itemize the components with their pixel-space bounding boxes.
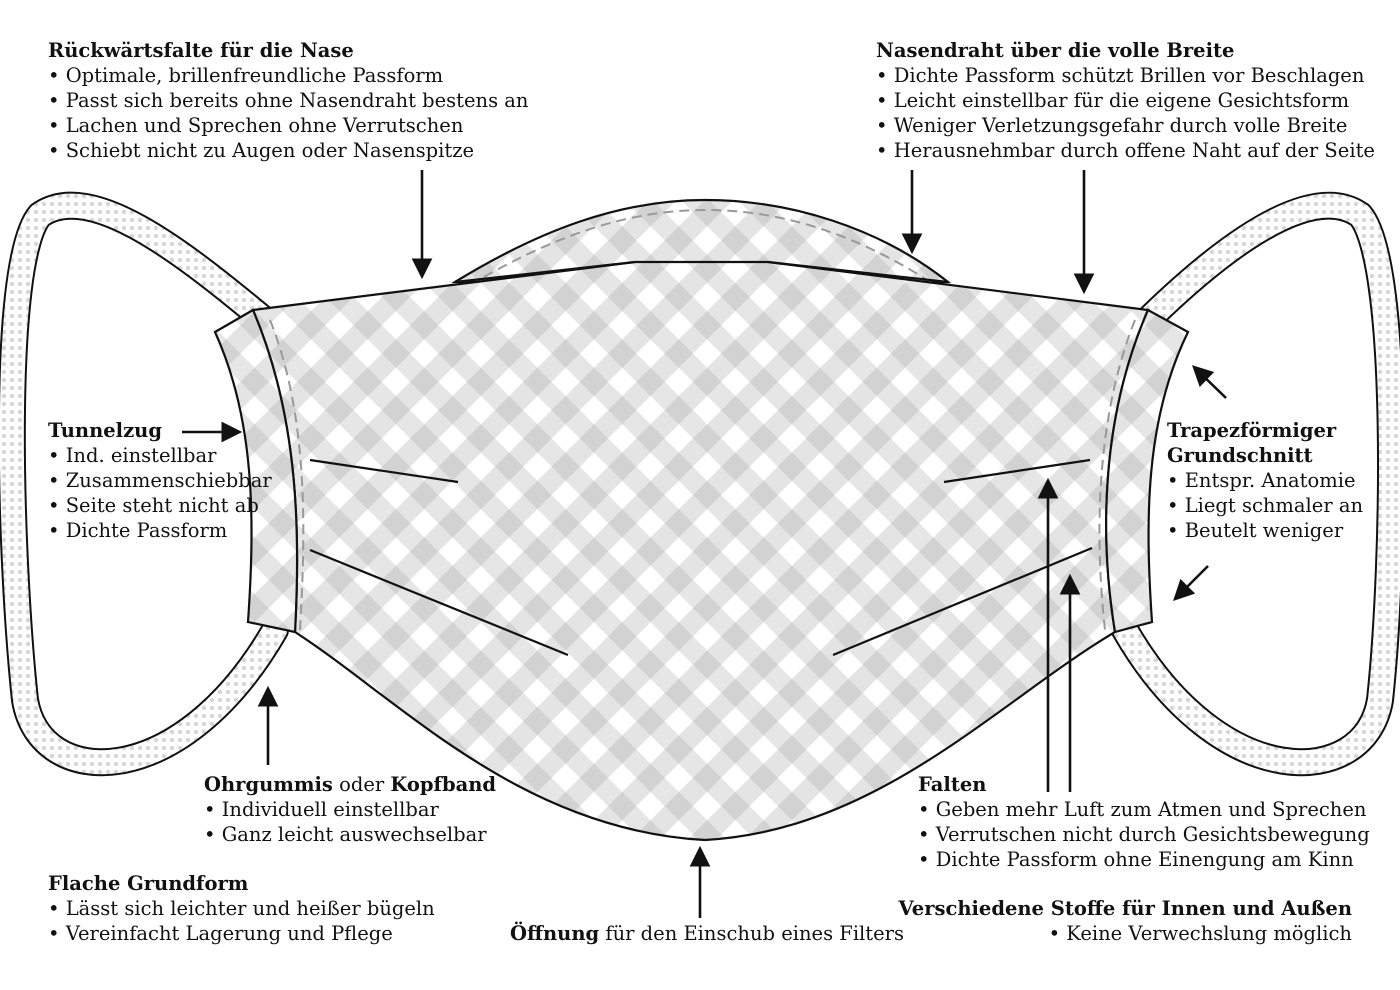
trapezoid-item: • Beutelt weniger	[1167, 519, 1344, 542]
label-tunnel: Tunnelzug • Ind. einstellbar • Zusammens…	[48, 418, 272, 543]
fabrics-title: Verschiedene Stoffe für Innen und Außen	[898, 897, 1352, 920]
nose-fold-item: • Optimale, brillenfreundliche Passform	[48, 64, 444, 87]
nose-wire-title: Nasendraht über die volle Breite	[876, 39, 1235, 62]
arrow-trapezoid-down	[1173, 565, 1209, 601]
nose-fold-title: Rückwärtsfalte für die Nase	[48, 39, 354, 62]
body-seam	[269, 319, 305, 631]
nose-wire-item: • Dichte Passform schützt Brillen vor Be…	[876, 64, 1365, 87]
callout-arrows	[182, 170, 1227, 918]
label-pleats: Falten • Geben mehr Luft zum Atmen und S…	[918, 772, 1370, 872]
tunnel-item: • Seite steht nicht ab	[48, 494, 259, 517]
nose-wire-item: • Weniger Verletzungsgefahr durch volle …	[876, 114, 1348, 137]
flat-title: Flache Grundform	[48, 872, 249, 895]
pleats-item: • Geben mehr Luft zum Atmen und Sprechen	[918, 798, 1367, 821]
body-seam-right	[1098, 319, 1136, 631]
pleats-item: • Dichte Passform ohne Einengung am Kinn	[918, 848, 1354, 871]
left-tunnel	[213, 308, 299, 634]
elastic-title: Ohrgummis oder Kopfband	[204, 772, 496, 797]
label-flat: Flache Grundform • Lässt sich leichter u…	[48, 871, 435, 946]
label-fabrics: Verschiedene Stoffe für Innen und Außen …	[898, 896, 1352, 946]
tunnel-item: • Zusammenschiebbar	[48, 469, 272, 492]
trapezoid-title-2: Grundschnitt	[1167, 444, 1313, 467]
trapezoid-item: • Entspr. Anatomie	[1167, 469, 1356, 492]
pleats-title: Falten	[918, 773, 987, 796]
right-ear-loop	[1111, 191, 1400, 777]
nose-fold-item: • Passt sich bereits ohne Nasendraht bes…	[48, 89, 529, 112]
right-tunnel	[1105, 308, 1190, 634]
nose-wire-item: • Herausnehmbar durch offene Naht auf de…	[876, 139, 1375, 162]
trapezoid-item: • Liegt schmaler an	[1167, 494, 1364, 517]
label-opening: Öffnung für den Einschub eines Filters	[510, 921, 904, 946]
nose-wire-item: • Leicht einstellbar für die eigene Gesi…	[876, 89, 1350, 112]
tunnel-item: • Dichte Passform	[48, 519, 228, 542]
flat-item: • Lässt sich leichter und heißer bügeln	[48, 897, 435, 920]
elastic-title-join: oder	[332, 773, 391, 796]
elastic-item: • Ganz leicht auswechselbar	[204, 823, 487, 846]
label-elastic: Ohrgummis oder Kopfband • Individuell ei…	[204, 772, 496, 847]
pleats-item: • Verrutschen nicht durch Gesichtsbewegu…	[918, 823, 1370, 846]
nose-fold-item: • Schiebt nicht zu Augen oder Nasenspitz…	[48, 139, 475, 162]
label-nose-fold: Rückwärtsfalte für die Nase • Optimale, …	[48, 38, 528, 163]
fabrics-item: • Keine Verwechslung möglich	[1048, 922, 1352, 945]
opening-title: Öffnung	[510, 922, 600, 945]
nose-fold-seam	[469, 208, 936, 286]
elastic-title-part1: Ohrgummis	[204, 773, 333, 796]
tunnel-item: • Ind. einstellbar	[48, 444, 217, 467]
label-nose-wire: Nasendraht über die volle Breite • Dicht…	[876, 38, 1375, 163]
elastic-item: • Individuell einstellbar	[204, 798, 439, 821]
tunnel-title: Tunnelzug	[48, 419, 162, 442]
label-trapezoid: Trapezförmiger Grundschnitt • Entspr. An…	[1167, 418, 1363, 543]
trapezoid-title-1: Trapezförmiger	[1167, 419, 1337, 442]
left-ear-loop	[0, 191, 289, 777]
mask-body	[251, 260, 1150, 842]
elastic-title-part2: Kopfband	[390, 773, 497, 796]
flat-item: • Vereinfacht Lagerung und Pflege	[48, 922, 393, 945]
nose-fold-item: • Lachen und Sprechen ohne Verrutschen	[48, 114, 464, 137]
arrow-trapezoid-up	[1192, 365, 1227, 399]
opening-rest: für den Einschub eines Filters	[599, 922, 904, 945]
nose-fold-panel	[451, 198, 952, 284]
